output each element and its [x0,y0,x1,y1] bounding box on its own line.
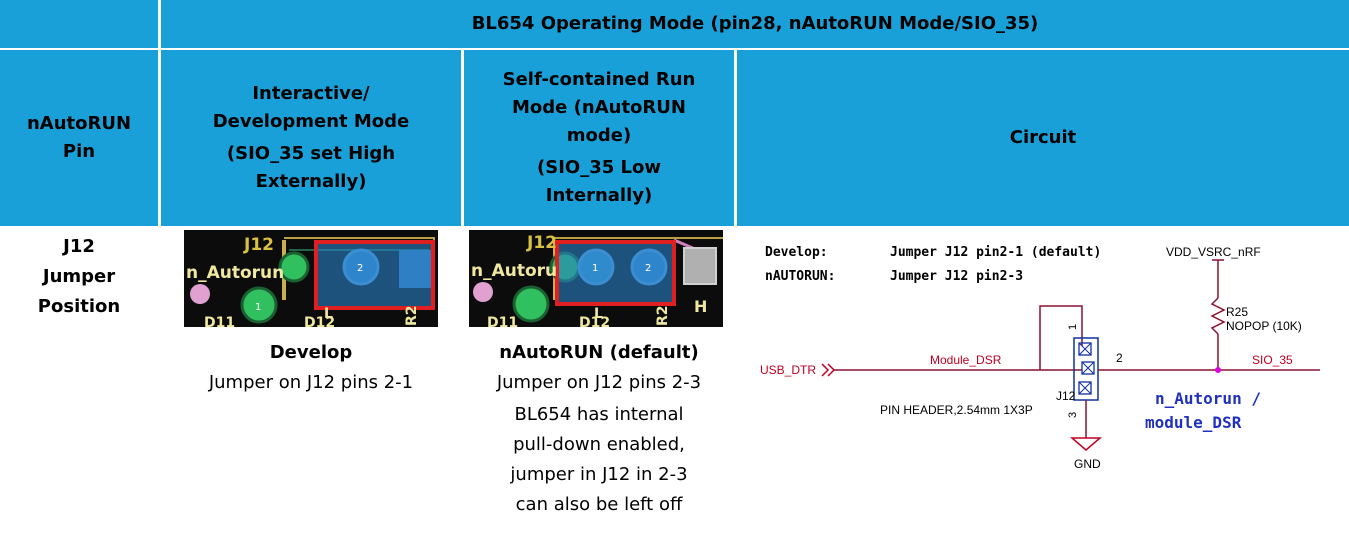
header-pin1-label: 1 [1067,324,1079,330]
table-title: BL654 Operating Mode (pin28, nAutoRUN Mo… [471,13,1039,34]
circuit-note-develop-val: Jumper J12 pin2-1 (default) [890,245,1101,260]
module-dsr-label: Module_DSR [930,353,1002,367]
table-title-header: BL654 Operating Mode (pin28, nAutoRUN Mo… [161,0,1349,48]
nautorun-note-line1: BL654 has internal [514,404,684,425]
header-corner-cell [0,0,158,48]
develop-photo-pin1: 1 [255,302,261,313]
annotation-line2: module_DSR [1145,413,1242,432]
nautorun-title: nAutoRUN (default) [499,342,699,363]
develop-photo-l: L [324,306,333,322]
header-desc: PIN HEADER,2.54mm 1X3P [880,403,1033,417]
col-header-develop-line3: (SIO_35 set High [226,143,396,164]
col-header-nautorun-line2: Mode (nAutoRUN [512,97,686,118]
develop-photo-net: n_Autorun [186,263,284,283]
annotation-line1: n_Autorun / [1155,389,1261,408]
nautorun-note-line2: pull-down enabled, [513,434,685,455]
col-header-develop: Interactive/ Development Mode (SIO_35 se… [161,50,461,226]
resistor-r25-symbol [1210,297,1226,335]
develop-jumper-photo: J12 n_Autorun 1 2 D11 D12 L R2 [184,230,438,327]
col-header-pin: nAutoRUN Pin [0,50,158,226]
nautorun-photo-h: H [694,297,707,316]
nautorun-photo-l: L [594,306,603,322]
develop-caption: Develop Jumper on J12 pins 2-1 [161,338,461,398]
nautorun-photo-pin1: 1 [592,263,598,274]
nautorun-photo-ref: J12 [526,233,557,253]
nautorun-photo-r2: R2 [655,305,671,326]
develop-photo-d11: D11 [204,315,235,327]
col-header-pin-line2: Pin [62,141,96,162]
col-header-nautorun: Self-contained Run Mode (nAutoRUN mode) … [464,50,734,226]
col-header-nautorun-line1: Self-contained Run [502,69,696,90]
develop-desc: Jumper on J12 pins 2-1 [208,372,414,393]
usb-dtr-label: USB_DTR [760,363,816,377]
develop-photo-r2: R2 [404,305,420,326]
gnd-label: GND [1074,457,1101,471]
nautorun-note-line4: can also be left off [515,494,683,515]
header-pin3-label: 3 [1067,412,1079,418]
nautorun-photo-d12: D12 [579,315,610,327]
circuit-schematic: Develop: Jumper J12 pin2-1 (default) nAU… [760,245,1320,471]
header-ref: J12 [1056,389,1076,403]
nautorun-photo-net: n_Autoru [471,261,557,281]
circuit-note-develop-key: Develop: [765,245,828,260]
row-label-line1: J12 [63,236,95,257]
develop-photo-ref: J12 [243,235,274,255]
vdd-label: VDD_VSRC_nRF [1166,245,1261,259]
col-header-pin-line1: nAutoRUN [26,113,132,134]
nautorun-jumper-photo: J12 n_Autoru 1 2 D11 D12 L R2 H [469,230,723,327]
col-header-nautorun-line5: Internally) [545,185,653,206]
gnd-symbol [1069,437,1103,451]
nautorun-desc: Jumper on J12 pins 2-3 [496,372,702,393]
develop-title: Develop [269,342,353,363]
nautorun-photo-d11: D11 [487,315,518,327]
nautorun-note-line3: jumper in J12 in 2-3 [510,464,688,485]
col-header-develop-line2: Development Mode [212,111,410,132]
circuit-note-nautorun-key: nAUTORUN: [765,269,835,284]
circuit-note-nautorun-val: Jumper J12 pin2-3 [890,269,1023,284]
resistor-ref: R25 [1226,305,1248,319]
nautorun-photo-pin2: 2 [645,263,651,274]
col-header-develop-line1: Interactive/ [252,83,370,104]
header-pin2-label: 2 [1116,351,1123,365]
develop-photo-d12: D12 [304,315,335,327]
develop-photo-pin2: 2 [357,263,363,274]
col-header-nautorun-line3: mode) [566,125,632,146]
resistor-value: NOPOP (10K) [1226,319,1302,333]
nautorun-caption: nAutoRUN (default) Jumper on J12 pins 2-… [464,338,734,520]
row-label-line3: Position [37,296,121,317]
col-header-circuit: Circuit [737,50,1349,226]
col-header-develop-line4: Externally) [255,171,367,192]
col-header-nautorun-line4: (SIO_35 Low [537,157,661,178]
sio35-label: SIO_35 [1252,353,1293,367]
row-label-line2: Jumper [42,266,116,287]
col-header-circuit-label: Circuit [1009,127,1077,148]
junction-dot [1215,367,1221,373]
row-label: J12 Jumper Position [0,232,158,322]
